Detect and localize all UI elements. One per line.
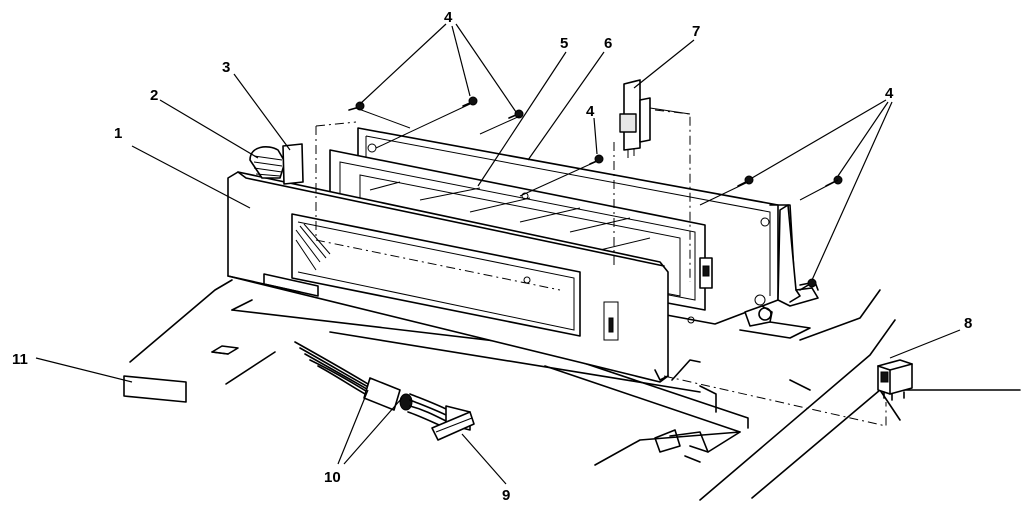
callout-10: 10: [324, 469, 341, 486]
callout-6: 6: [604, 35, 612, 52]
callout-7: 7: [692, 23, 700, 40]
front-bezel: [227, 171, 669, 383]
board-latch: [744, 305, 773, 327]
callout-4-center: 4: [586, 103, 595, 120]
leader-5: [477, 51, 567, 187]
leader-4a-2: [451, 25, 471, 97]
screw-center: [589, 154, 604, 165]
leader-11: [35, 357, 133, 383]
leader-4a-3: [455, 23, 517, 113]
ribbon-connector: [431, 405, 475, 441]
callout-4-right: 4: [885, 85, 894, 102]
leader-6: [527, 51, 605, 161]
leader-4a-1: [359, 23, 447, 105]
callout-3: 3: [222, 59, 230, 76]
leader-3: [233, 73, 291, 151]
leader-lines: [35, 23, 961, 485]
callout-8: 8: [964, 315, 972, 332]
alignment-frame: [315, 109, 691, 291]
leader-4b: [593, 117, 598, 155]
leader-4c-2: [837, 101, 889, 177]
callout-4-top: 4: [444, 9, 453, 26]
screw-axis-lines: [355, 103, 839, 206]
label-plate: [123, 375, 187, 403]
leader-4c-3: [811, 101, 893, 281]
small-connector: [877, 359, 913, 401]
leader-2: [159, 99, 259, 159]
right-bracket: [777, 204, 819, 307]
leader-8: [889, 329, 961, 359]
board-switch: [699, 257, 713, 289]
callout-1: 1: [114, 125, 122, 142]
leader-7: [633, 39, 695, 89]
screw-mid-left: [462, 96, 478, 107]
leader-9: [461, 433, 507, 485]
leader-10b: [343, 397, 403, 465]
leader-1: [131, 145, 251, 209]
screw-right-1: [737, 175, 754, 187]
switch-assembly: [619, 79, 691, 158]
leader-4c-1: [751, 99, 887, 179]
callout-5: 5: [560, 35, 568, 52]
wire-harness: [294, 341, 449, 429]
callout-9: 9: [502, 487, 510, 504]
top-left-connector: [249, 143, 304, 185]
callout-11: 11: [12, 351, 28, 368]
leader-10a: [337, 389, 369, 465]
callout-2: 2: [150, 87, 158, 104]
screw-mid-right: [508, 109, 524, 119]
callout-labels: 1 2 3 4 4 4 5 6 7 8 9 10 11: [12, 9, 972, 504]
screw-left: [348, 101, 365, 111]
